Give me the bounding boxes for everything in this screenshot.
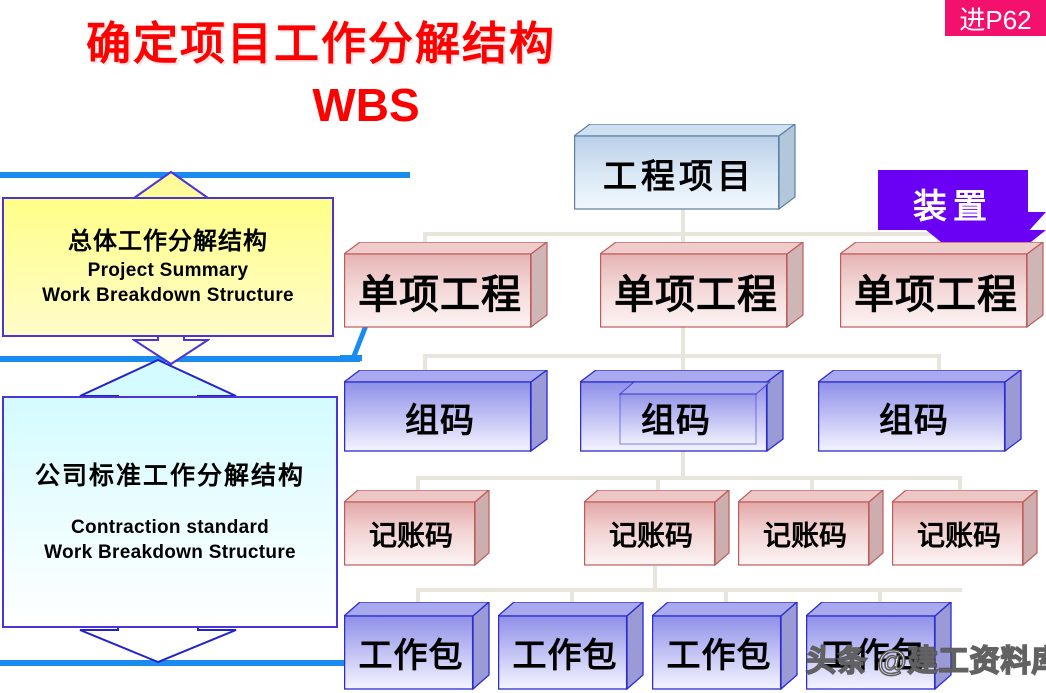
down-arrow-from-summary-box [132, 336, 210, 366]
tree-node-label: 记账码 [762, 520, 847, 551]
tree-node-label: 单项工程 [854, 273, 1018, 317]
tree-node-work-package[interactable]: 工作包 [806, 602, 952, 690]
tree-node-account-code[interactable]: 记账码 [738, 490, 884, 566]
tree-node-group-code[interactable]: 组码 [344, 370, 548, 452]
connector-level1-drop [937, 232, 941, 250]
tree-node-label: 记账码 [368, 520, 453, 551]
tree-node-root[interactable]: 工程项目 [574, 124, 796, 210]
connector-level4-drop [570, 588, 574, 604]
tree-node-label: 工作包 [358, 636, 464, 675]
tree-node-label: 单项工程 [358, 273, 522, 317]
tree-node-label: 组码 [405, 401, 475, 440]
connector-level3-drop [416, 476, 420, 492]
connector-level3-drop [656, 476, 660, 492]
tree-node-label: 组码 [641, 401, 711, 440]
connector-level1-drop [423, 232, 427, 250]
connector-level4-drop [878, 588, 882, 604]
connector-level3-stem [681, 450, 685, 478]
tree-node-work-package[interactable]: 工作包 [652, 602, 798, 690]
connector-level4-drop [724, 588, 728, 604]
tree-node-group-code[interactable]: 组码 [818, 370, 1022, 452]
tree-node-account-code[interactable]: 记账码 [892, 490, 1038, 566]
page-reference-badge: 进P62 [945, 0, 1046, 36]
tree-node-engineering-item[interactable]: 单项工程 [600, 242, 804, 328]
tree-node-label: 组码 [879, 401, 949, 440]
up-arrow-to-middle-rule [78, 358, 238, 400]
divider-rule-top [0, 172, 410, 178]
callout-cn-label: 总体工作分解结构 [68, 228, 268, 255]
page-title: 确定项目工作分解结构 [86, 18, 557, 69]
callout-en-line1: Project Summary [87, 260, 249, 281]
callout-en-line1: Contraction standard [70, 517, 270, 538]
tree-node-label: 单项工程 [614, 273, 778, 317]
connector-root-stem [681, 206, 685, 234]
divider-rule-bottom [0, 660, 352, 666]
down-arrow-from-standard-box [78, 626, 238, 664]
tree-node-label: 工程项目 [603, 157, 755, 196]
connector-level2-drop [423, 354, 427, 372]
callout-project-summary: 总体工作分解结构 Project Summary Work Breakdown … [2, 197, 334, 337]
tree-node-account-code[interactable]: 记账码 [344, 490, 490, 566]
tree-node-group-code[interactable]: 组码 [580, 370, 784, 452]
connector-level2-drop [937, 354, 941, 372]
callout-en-line2: Work Breakdown Structure [44, 542, 296, 563]
tree-node-label: 工作包 [512, 636, 618, 675]
connector-level2-drop [681, 354, 685, 372]
connector-level3-bus [416, 476, 962, 480]
connector-level4-drop [416, 588, 420, 604]
tree-node-label: 记账码 [608, 520, 693, 551]
tree-node-engineering-item[interactable]: 单项工程 [344, 242, 548, 328]
connector-level1-drop [681, 232, 685, 250]
connector-level2-stem [681, 326, 685, 356]
page-subtitle: WBS [312, 79, 420, 131]
tree-node-label: 工作包 [820, 636, 926, 675]
callout-cn-label: 公司标准工作分解结构 [34, 462, 305, 490]
connector-level3-drop [810, 476, 814, 492]
callout-en-line2: Work Breakdown Structure [42, 285, 294, 306]
connector-level3-drop [958, 476, 962, 492]
tree-node-label: 记账码 [916, 520, 1001, 551]
connector-level4-stem [653, 566, 657, 590]
tree-node-work-package[interactable]: 工作包 [498, 602, 644, 690]
callout-contraction-standard: 公司标准工作分解结构 Contraction standard Work Bre… [2, 396, 338, 628]
tree-node-engineering-item[interactable]: 单项工程 [840, 242, 1044, 328]
connector-level4-bus [416, 588, 962, 592]
device-callout-label: 装置 [913, 187, 993, 226]
tree-node-work-package[interactable]: 工作包 [344, 602, 490, 690]
tree-node-label: 工作包 [666, 636, 772, 675]
tree-node-account-code[interactable]: 记账码 [584, 490, 730, 566]
